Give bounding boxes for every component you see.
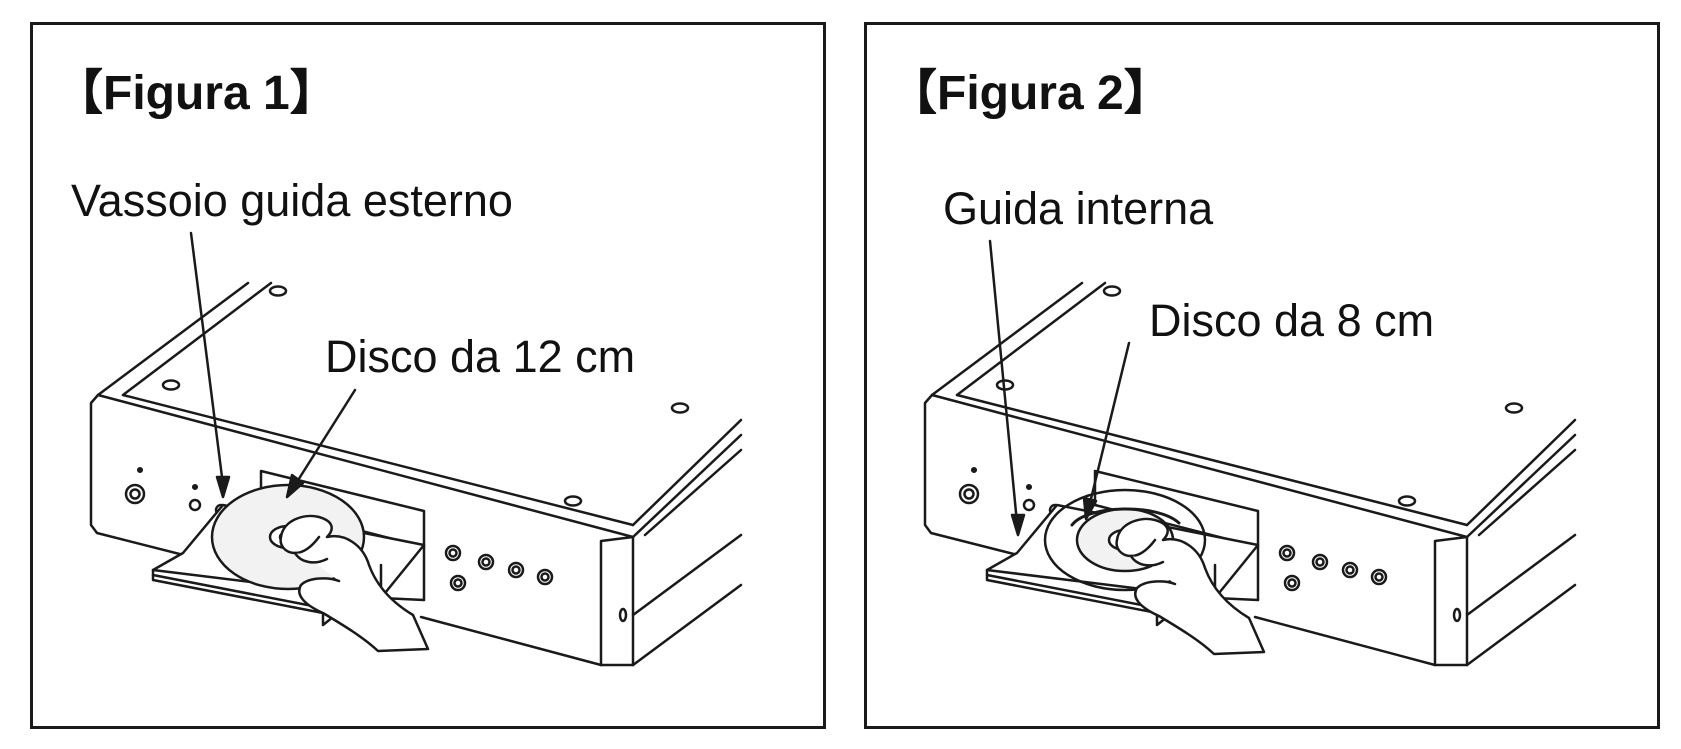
cd-player-illustration xyxy=(33,25,823,726)
screw-icon xyxy=(565,497,581,506)
player-front-panel xyxy=(925,395,1575,665)
hand-illustration xyxy=(281,516,428,651)
side-hole-icon xyxy=(620,609,626,621)
disc-8cm-label: Disco da 8 cm xyxy=(1149,295,1435,346)
figure-1-title: 【Figura 1】 xyxy=(55,67,338,120)
leader-lines xyxy=(191,233,355,497)
screw-icon xyxy=(1506,404,1522,413)
cd-player-illustration xyxy=(867,25,1657,726)
power-button-icon xyxy=(126,485,144,503)
screw-icon xyxy=(1104,287,1120,296)
screw-icon xyxy=(270,287,286,296)
control-button-icon xyxy=(446,546,460,560)
small-button-icon xyxy=(1024,500,1034,510)
figure-2-title: 【Figura 2】 xyxy=(889,67,1172,120)
control-button-icon xyxy=(479,555,493,569)
control-button-icon xyxy=(451,576,465,590)
screw-icon xyxy=(1399,497,1415,506)
player-front-panel xyxy=(91,395,741,665)
control-button-icon xyxy=(1280,546,1294,560)
screw-icon xyxy=(163,381,179,390)
screw-icon xyxy=(672,404,688,413)
hand-illustration xyxy=(1117,519,1264,654)
player-top-surface xyxy=(98,283,741,537)
player-top-surface xyxy=(932,283,1575,537)
inner-guide-label: Guida interna xyxy=(943,183,1214,234)
control-button-icon xyxy=(1285,576,1299,590)
control-button-icon xyxy=(1372,570,1386,584)
small-button-icon xyxy=(190,500,200,510)
figure-1-panel: 【Figura 1】 Vassoio guida esterno Disco d… xyxy=(30,22,826,729)
power-button-icon xyxy=(960,485,978,503)
disc-12cm-label: Disco da 12 cm xyxy=(325,331,636,382)
side-hole-icon xyxy=(1454,609,1460,621)
control-button-icon xyxy=(538,570,552,584)
control-button-icon xyxy=(1313,555,1327,569)
front-controls xyxy=(960,468,1386,590)
control-button-icon xyxy=(1343,563,1357,577)
control-button-icon xyxy=(509,563,523,577)
outer-tray-label: Vassoio guida esterno xyxy=(71,175,513,226)
figure-2-panel: 【Figura 2】 Guida interna Disco da 8 cm xyxy=(864,22,1660,729)
leader-lines xyxy=(990,241,1129,535)
